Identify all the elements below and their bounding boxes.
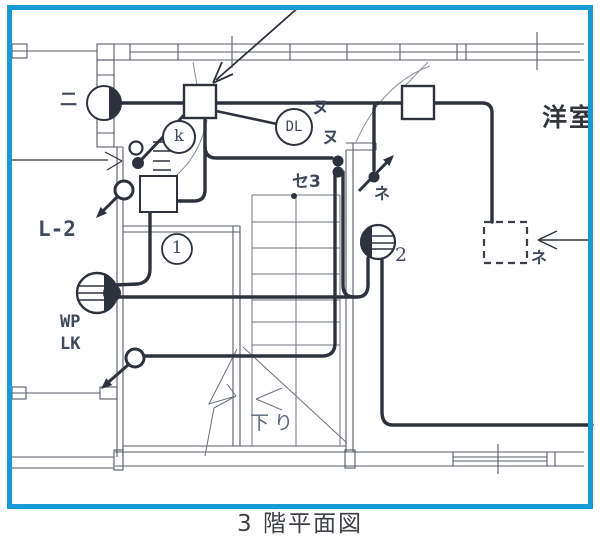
- wall-post: [11, 386, 27, 400]
- lower-riser-circle: [124, 347, 146, 369]
- switch-k-label: k: [174, 126, 184, 145]
- wires: [114, 101, 594, 427]
- top-wall: [12, 32, 584, 70]
- outlet-ni-label: 二: [60, 90, 77, 110]
- l2-arrow-head: [96, 207, 107, 218]
- wall-post: [113, 449, 124, 471]
- lower-arrow-head: [101, 378, 113, 389]
- outlet-ni-fill: [109, 86, 121, 120]
- left-pointer-line: [12, 151, 123, 171]
- bottom-left-wall: [12, 456, 114, 469]
- wire-branch-to-junction: [203, 144, 334, 160]
- downlight-label: DL: [285, 119, 303, 135]
- wall-post: [344, 449, 356, 469]
- outlet-2-lines: [372, 235, 394, 250]
- wire-number-label: 1: [171, 238, 183, 258]
- wire-mark-se3: セ3: [292, 172, 321, 192]
- junction-dot: [332, 155, 344, 167]
- stair-break-zigzag: [204, 348, 238, 457]
- wire-mark-nu-upper: ヌ: [312, 98, 329, 118]
- wall-post: [99, 386, 118, 400]
- wire-box2-to-closet: [432, 101, 494, 224]
- callout-arrow-head: [212, 61, 234, 84]
- switch-open-circle: [128, 140, 144, 156]
- wire-mark-nu-lower: ヌ: [322, 128, 339, 148]
- wp-outlet-bump: [103, 284, 121, 302]
- wire-mark-ne-stair: ネ: [374, 184, 391, 203]
- wire-junction-down: [341, 170, 356, 299]
- symbols: [75, 83, 529, 369]
- wall-post: [96, 43, 115, 61]
- wire-outlet2-right-leg: [380, 256, 594, 427]
- circuit-l2-label: L-2: [38, 217, 76, 241]
- left-wall-ticks: [97, 74, 114, 134]
- junction-dot: [332, 166, 344, 178]
- walls: [11, 32, 584, 474]
- stair-opening-edge: [123, 225, 346, 447]
- wire-box-to-wp-outlet: [114, 210, 152, 287]
- junction-box-2: [400, 84, 436, 121]
- se3-dot: [291, 193, 297, 199]
- closet-dashed-box: [482, 220, 529, 265]
- stair-break-lines: [204, 346, 348, 457]
- wire-outlet2-left-leg: [355, 256, 370, 299]
- switch-filled-circle: [132, 157, 144, 169]
- door-leaf-right: [404, 61, 429, 87]
- wire-box1-down: [176, 116, 207, 203]
- wp-outlet-label-lk: LK: [60, 334, 81, 354]
- conductor-tick-marks: [153, 141, 171, 171]
- wire-number-circle: [161, 233, 193, 265]
- stair-direction-line: [242, 346, 348, 444]
- downlight-circle: [275, 108, 313, 146]
- outlet-2-fill: [361, 226, 372, 258]
- wire-ne-drop: [372, 101, 380, 172]
- bottom-wall: [115, 444, 584, 474]
- callout-arrow-line: [215, 5, 301, 81]
- wire-mark-ne-closet: ネ: [531, 248, 548, 267]
- switch-box: [139, 175, 178, 213]
- junction-dot: [368, 171, 380, 183]
- arrows: [12, 5, 592, 389]
- l2-riser-circle: [113, 179, 135, 201]
- stair-treads: [251, 194, 341, 446]
- wire-junction-to-lower-circle: [142, 170, 337, 358]
- wall-post: [11, 43, 28, 59]
- ne-arrow-head: [383, 155, 394, 166]
- figure-caption: 3 階平面図: [237, 511, 363, 537]
- door-leaf-left: [192, 61, 198, 86]
- switch-k-circle: [162, 120, 196, 154]
- wire-dl-connector: [214, 109, 279, 126]
- stair-arrowhead: [255, 387, 283, 411]
- wp-outlet-label-wp: WP: [60, 312, 81, 332]
- closet-arrow: [537, 230, 592, 250]
- wp-outlet-lines: [78, 285, 106, 301]
- junction-box-1: [182, 83, 218, 120]
- outlet-2-label: 2: [395, 244, 408, 266]
- room-label: 洋室: [542, 103, 597, 132]
- stair-direction-label: 下り: [250, 412, 299, 434]
